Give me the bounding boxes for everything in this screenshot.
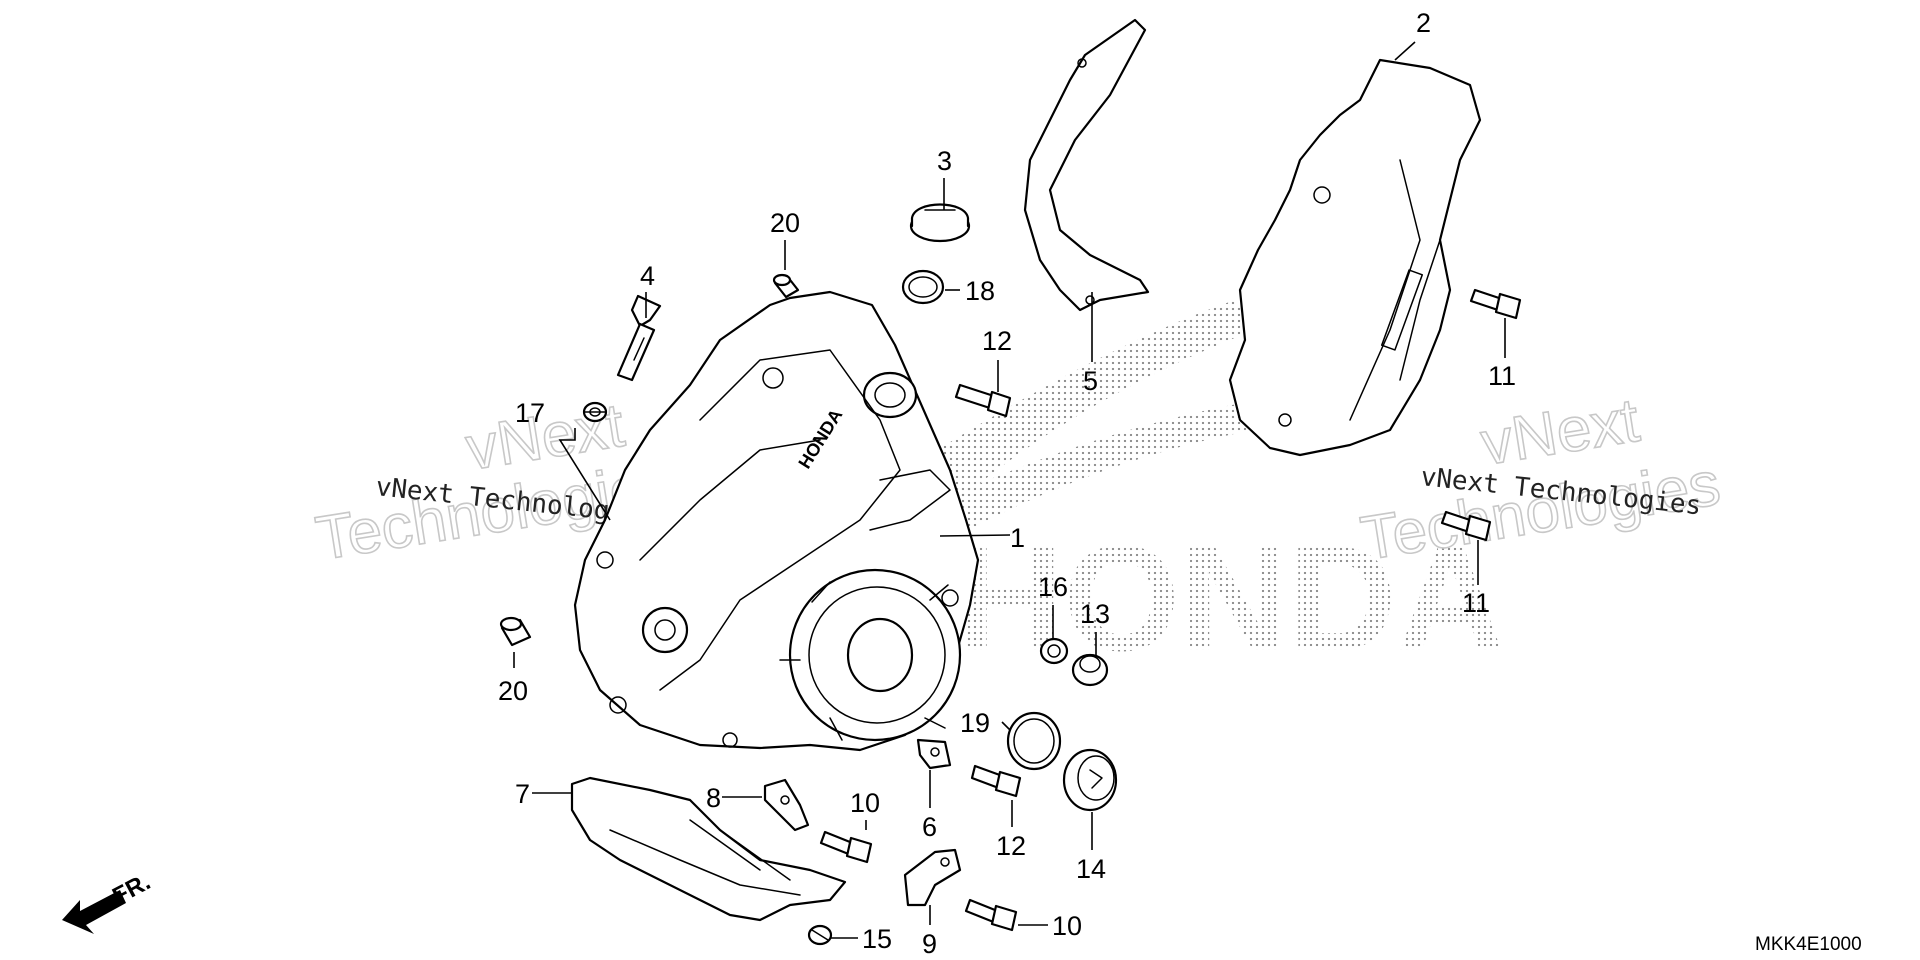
bracket-9 xyxy=(903,848,962,907)
callout-c18: 18 xyxy=(965,276,995,306)
bracket-8 xyxy=(763,778,810,832)
bolt-12-upper xyxy=(954,383,1012,418)
callout-c20b: 20 xyxy=(498,676,528,706)
callout-c8: 8 xyxy=(706,783,721,813)
callout-c12b: 12 xyxy=(996,831,1026,861)
hole-cap-14 xyxy=(1062,748,1118,812)
callout-c7: 7 xyxy=(515,779,530,809)
plug-13 xyxy=(1071,653,1109,687)
callout-c17: 17 xyxy=(515,398,545,428)
callout-c5: 5 xyxy=(1083,366,1098,396)
o-ring-18 xyxy=(901,269,945,305)
bolt-15 xyxy=(807,924,833,946)
callout-c9: 9 xyxy=(922,929,937,959)
generator-cover: HONDA xyxy=(573,290,980,752)
dowel-pin-lower xyxy=(499,616,532,647)
callout-c2: 2 xyxy=(1416,8,1431,38)
callout-c11b: 11 xyxy=(1462,588,1490,618)
callout-c15: 15 xyxy=(862,924,892,954)
bolt-10-middle xyxy=(819,830,873,864)
sprocket-cover xyxy=(1228,58,1482,457)
clip-6 xyxy=(916,738,952,770)
callout-c20a: 20 xyxy=(770,208,800,238)
callout-c10a: 10 xyxy=(850,788,880,818)
callout-labels: 1 2 3 4 5 6 7 8 9 10 10 11 11 12 12 13 1… xyxy=(498,8,1516,959)
timing-plug xyxy=(616,294,662,382)
callout-c12a: 12 xyxy=(982,326,1012,356)
oil-filler-cap xyxy=(909,203,971,243)
bolt-11-lower xyxy=(1440,510,1492,542)
callout-c1: 1 xyxy=(1010,523,1025,553)
leader-lines xyxy=(513,41,1506,939)
bolt-11-upper xyxy=(1469,288,1522,320)
callout-c4: 4 xyxy=(640,261,655,291)
background-brand-logo: HONDA xyxy=(905,300,1505,682)
dowel-pin-upper xyxy=(772,273,800,299)
callout-c6: 6 xyxy=(922,812,937,842)
bolt-10-lower xyxy=(964,898,1018,932)
bolt-12-lower xyxy=(970,764,1022,798)
gasket xyxy=(1023,18,1150,312)
front-direction-marker: FR. xyxy=(62,868,155,934)
callout-c11a: 11 xyxy=(1488,361,1516,391)
callout-c16: 16 xyxy=(1038,572,1068,602)
washer-16 xyxy=(1039,637,1069,665)
diagram-code: MKK4E1000 xyxy=(1755,934,1862,955)
callout-c10b: 10 xyxy=(1052,911,1082,941)
o-ring-19 xyxy=(1006,711,1062,771)
callout-c14: 14 xyxy=(1076,854,1106,884)
callout-c19: 19 xyxy=(960,708,990,738)
callout-c13: 13 xyxy=(1080,599,1110,629)
cover-guard-7 xyxy=(570,776,847,922)
callout-c3: 3 xyxy=(937,146,952,176)
